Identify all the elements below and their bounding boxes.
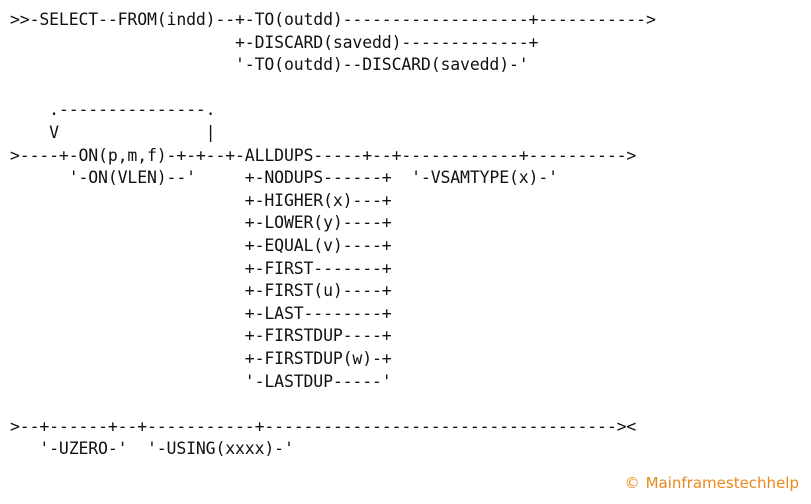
syntax-line-repeat-top: .---------------. — [10, 100, 216, 120]
syntax-line-lower: +-LOWER(y)----+ — [10, 213, 392, 233]
syntax-line-on-alldups: >----+-ON(p,m,f)-+-+--+-ALLDUPS-----+--+… — [10, 145, 637, 165]
syntax-line-last: +-LAST--------+ — [10, 303, 392, 323]
copyright-text: Mainframestechhelp — [645, 474, 799, 492]
syntax-line-vlen-nodups: '-ON(VLEN)--' +-NODUPS------+ '-VSAMTYPE… — [10, 168, 558, 188]
syntax-line-first: +-FIRST-------+ — [10, 258, 392, 278]
syntax-line-blank — [10, 393, 656, 416]
syntax-line-discard: +-DISCARD(savedd)-------------+ — [10, 32, 539, 52]
select-syntax-diagram: >>-SELECT--FROM(indd)--+-TO(outdd)------… — [10, 9, 656, 461]
syntax-line-repeat-arrow: V | — [10, 122, 216, 142]
syntax-line-uzero-using: >--+------+--+-----------+--------------… — [10, 416, 637, 436]
syntax-line-select-from: >>-SELECT--FROM(indd)--+-TO(outdd)------… — [10, 10, 656, 29]
syntax-line-first-u: +-FIRST(u)----+ — [10, 281, 392, 301]
syntax-line-uzero-using-options: '-UZERO-' '-USING(xxxx)-' — [10, 439, 294, 459]
copyright-icon: © — [624, 474, 640, 492]
syntax-line-firstdup: +-FIRSTDUP----+ — [10, 326, 392, 346]
syntax-line-higher: +-HIGHER(x)---+ — [10, 190, 392, 210]
syntax-line-blank — [10, 77, 656, 100]
syntax-line-firstdup-w: +-FIRSTDUP(w)-+ — [10, 348, 392, 368]
syntax-line-equal: +-EQUAL(v)----+ — [10, 235, 392, 255]
copyright-notice: © Mainframestechhelp — [625, 474, 799, 492]
syntax-line-to-discard: '-TO(outdd)--DISCARD(savedd)-' — [10, 55, 529, 75]
syntax-line-lastdup: '-LASTDUP-----' — [10, 371, 392, 391]
